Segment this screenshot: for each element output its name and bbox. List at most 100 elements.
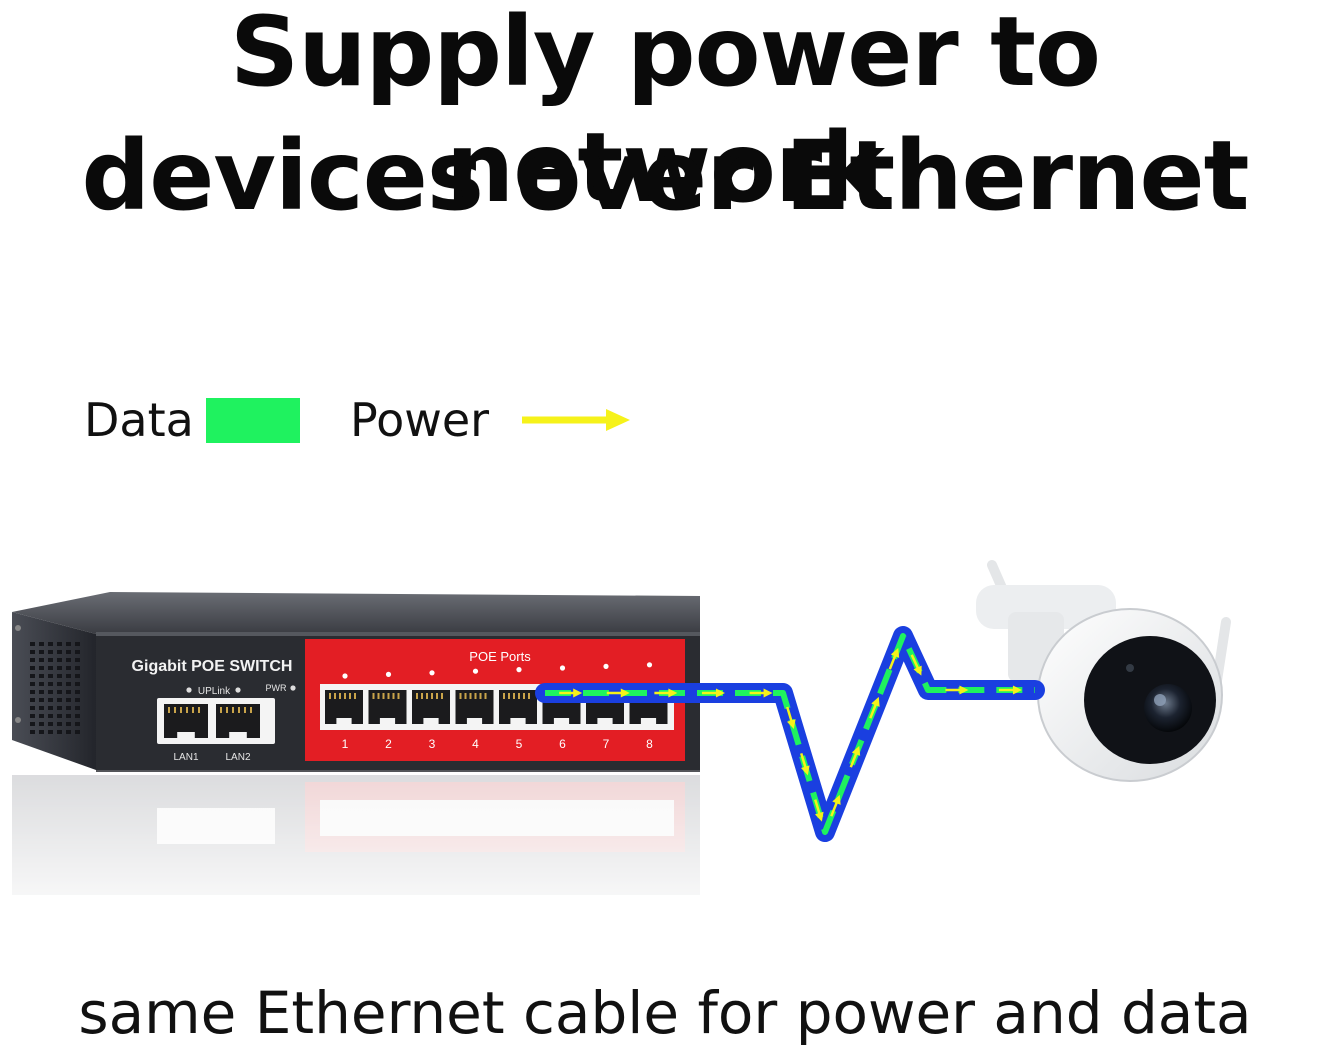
uplink-label: UPLink [198, 686, 231, 697]
vent-slot [57, 650, 62, 654]
vent-slot [75, 682, 80, 686]
power-arrow-icon [910, 654, 922, 676]
vent-slot [57, 674, 62, 678]
pwr-led [290, 685, 296, 691]
vent-slot [48, 698, 53, 702]
switch-screw [15, 625, 21, 631]
security-camera [976, 560, 1231, 782]
power-arrow-icon [786, 706, 796, 730]
vent-slot [75, 666, 80, 670]
power-arrow-icon [814, 799, 824, 822]
vent-slot [75, 658, 80, 662]
switch-vents [30, 642, 80, 734]
vent-slot [75, 690, 80, 694]
power-arrow-icon [998, 685, 1022, 695]
vent-slot [39, 698, 44, 702]
pwr-label: PWR [266, 683, 287, 693]
vent-slot [39, 690, 44, 694]
vent-slot [48, 650, 53, 654]
legend-data-label: Data [84, 393, 194, 447]
headline-line-2: devices over Ethernet [81, 120, 1250, 232]
vent-slot [66, 706, 71, 710]
vent-slot [39, 642, 44, 646]
vent-slot [39, 666, 44, 670]
poe-port-led [559, 665, 566, 671]
vent-slot [66, 682, 71, 686]
vent-slot [30, 658, 35, 662]
vent-slot [30, 714, 35, 718]
power-arrow-icon [869, 696, 880, 719]
vent-slot [48, 690, 53, 694]
vent-slot [39, 714, 44, 718]
vent-slot [75, 722, 80, 726]
vent-slot [57, 698, 62, 702]
headline-line-1: Supply power to network [230, 0, 1101, 224]
vent-slot [75, 674, 80, 678]
vent-slot [57, 706, 62, 710]
vent-slot [66, 674, 71, 678]
vent-slot [66, 642, 71, 646]
poe-port-led [646, 662, 653, 668]
vent-slot [30, 642, 35, 646]
vent-slot [30, 706, 35, 710]
vent-slot [57, 714, 62, 718]
poe-port-led [385, 671, 392, 678]
vent-slot [48, 730, 53, 734]
vent-slot [30, 666, 35, 670]
vent-slot [66, 698, 71, 702]
lan-port-label: LAN1 [173, 752, 198, 763]
poe-port-number: 7 [603, 737, 610, 751]
poe-port-number: 3 [429, 737, 436, 751]
vent-slot [48, 658, 53, 662]
vent-slot [30, 722, 35, 726]
legend-data-swatch [206, 398, 300, 443]
vent-slot [57, 722, 62, 726]
vent-slot [39, 658, 44, 662]
vent-slot [75, 730, 80, 734]
switch-screw [15, 717, 21, 723]
vent-slot [48, 666, 53, 670]
switch-name-label: Gigabit POE SWITCH [132, 658, 293, 675]
legend-power-arrow-icon [522, 409, 630, 431]
vent-slot [66, 730, 71, 734]
cable-power-arrows [559, 647, 1022, 822]
vent-slot [75, 698, 80, 702]
vent-slot [48, 642, 53, 646]
switch-side [12, 612, 96, 770]
poe-port-number: 4 [472, 737, 479, 751]
poe-port-led [472, 668, 479, 674]
vent-slot [48, 706, 53, 710]
vent-slot [30, 650, 35, 654]
legend-power-label: Power [350, 393, 490, 447]
vent-slot [66, 690, 71, 694]
power-arrow-icon [830, 794, 841, 817]
vent-slot [75, 706, 80, 710]
power-arrow-icon [945, 685, 969, 695]
vent-slot [30, 690, 35, 694]
poe-port-number: 5 [516, 737, 523, 751]
power-arrow-icon [654, 688, 678, 698]
vent-slot [39, 682, 44, 686]
poe-port-number: 2 [385, 737, 392, 751]
ethernet-cable [535, 626, 1045, 842]
power-arrow-icon [749, 688, 773, 698]
vent-slot [75, 714, 80, 718]
vent-slot [66, 650, 71, 654]
poe-port-number: 6 [559, 737, 566, 751]
vent-slot [57, 682, 62, 686]
vent-slot [66, 714, 71, 718]
poe-ports-label: POE Ports [469, 649, 531, 664]
vent-slot [48, 722, 53, 726]
lan-port-label: LAN2 [225, 752, 250, 763]
vent-slot [48, 682, 53, 686]
camera-lens [1144, 684, 1192, 732]
vent-slot [39, 674, 44, 678]
vent-slot [57, 666, 62, 670]
vent-slot [57, 690, 62, 694]
vent-slot [57, 730, 62, 734]
vent-slot [66, 658, 71, 662]
poe-port-number: 8 [646, 737, 653, 751]
vent-slot [48, 714, 53, 718]
vent-slot [30, 682, 35, 686]
vent-slot [30, 674, 35, 678]
